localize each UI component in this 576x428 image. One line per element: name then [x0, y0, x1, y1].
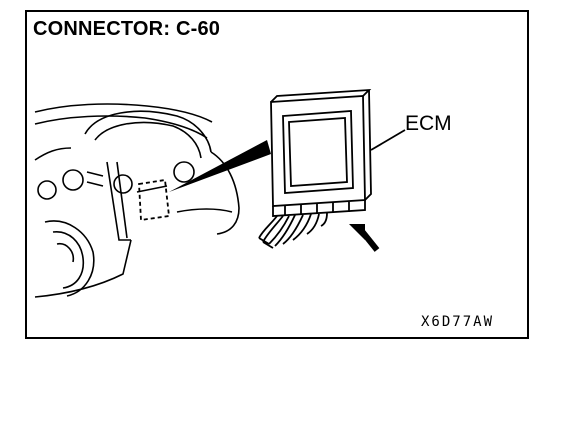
leader-wedge: [169, 140, 271, 192]
diagram-frame: CONNECTOR: C-60: [25, 10, 529, 339]
figure-code: X6D77AW: [421, 314, 495, 330]
ecm-label: ECM: [405, 112, 452, 135]
diagram-art: [34, 88, 406, 298]
dashboard-drawing: [34, 103, 240, 298]
ecm-module-drawing: [258, 88, 406, 249]
pointer-arrow-icon: [349, 224, 380, 252]
connector-title: CONNECTOR: C-60: [33, 18, 221, 40]
ecm-location-marker: [138, 178, 170, 222]
